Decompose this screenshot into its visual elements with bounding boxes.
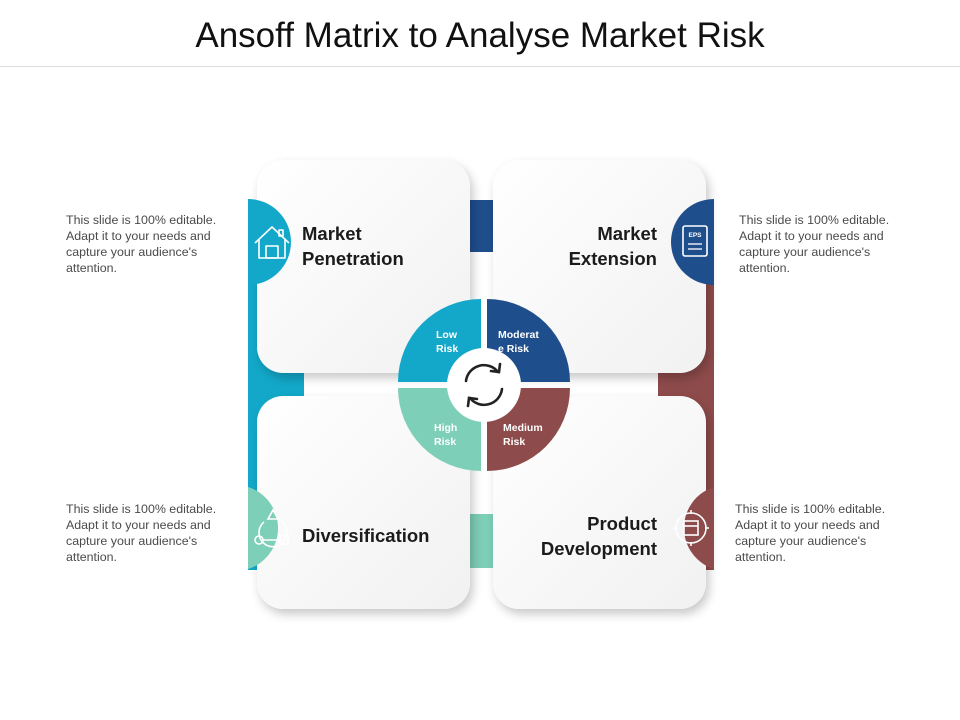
label-market-extension: Market Extension bbox=[520, 222, 657, 272]
product-cycle-icon bbox=[673, 510, 709, 546]
note-top-right: This slide is 100% editable. Adapt it to… bbox=[739, 213, 890, 276]
label-line-1: Product bbox=[587, 513, 657, 534]
bar-navy-top bbox=[466, 200, 498, 252]
note-bottom-left: This slide is 100% editable. Adapt it to… bbox=[66, 502, 217, 565]
title-divider bbox=[0, 66, 960, 67]
note-top-left: This slide is 100% editable. Adapt it to… bbox=[66, 213, 217, 276]
label-line-2: Extension bbox=[568, 247, 657, 269]
risk-label-moderate: Moderat e Risk bbox=[498, 329, 539, 356]
note-bottom-right: This slide is 100% editable. Adapt it to… bbox=[735, 502, 886, 565]
half-circle-mint bbox=[248, 487, 279, 569]
eps-document-icon bbox=[682, 225, 708, 257]
label-line-1: Diversification bbox=[302, 525, 430, 546]
risk-line-2: Risk bbox=[503, 435, 526, 448]
label-diversification: Diversification bbox=[302, 524, 430, 549]
label-line-2: Development bbox=[540, 537, 657, 559]
risk-line-2: Risk bbox=[434, 435, 457, 448]
label-line-1: Market bbox=[597, 223, 657, 244]
half-circle-maroon bbox=[683, 487, 714, 569]
half-circle-navy bbox=[671, 199, 714, 285]
center-circle bbox=[447, 348, 521, 422]
label-market-penetration: Market Penetration bbox=[302, 222, 404, 272]
half-circle-teal bbox=[248, 199, 291, 285]
refresh-icon bbox=[464, 362, 504, 408]
label-product-development: Product Development bbox=[500, 512, 657, 562]
risk-line-2: e Risk bbox=[498, 342, 529, 355]
risk-label-high: High Risk bbox=[434, 422, 457, 449]
house-icon bbox=[254, 226, 290, 259]
risk-line-1: Moderat bbox=[498, 329, 539, 341]
risk-label-low: Low Risk bbox=[436, 329, 458, 356]
risk-line-1: Low bbox=[436, 329, 457, 341]
risk-line-1: High bbox=[434, 422, 458, 434]
risk-label-medium: Medium Risk bbox=[503, 422, 543, 449]
eps-icon-text: EPS bbox=[688, 232, 702, 239]
shapes-icon bbox=[254, 508, 289, 548]
label-line-1: Market bbox=[302, 223, 362, 244]
risk-line-1: Medium bbox=[503, 422, 543, 434]
bar-mint-bottom bbox=[466, 514, 498, 568]
label-line-2: Penetration bbox=[302, 247, 404, 269]
page-title: Ansoff Matrix to Analyse Market Risk bbox=[195, 16, 765, 55]
risk-line-2: Risk bbox=[436, 342, 459, 355]
